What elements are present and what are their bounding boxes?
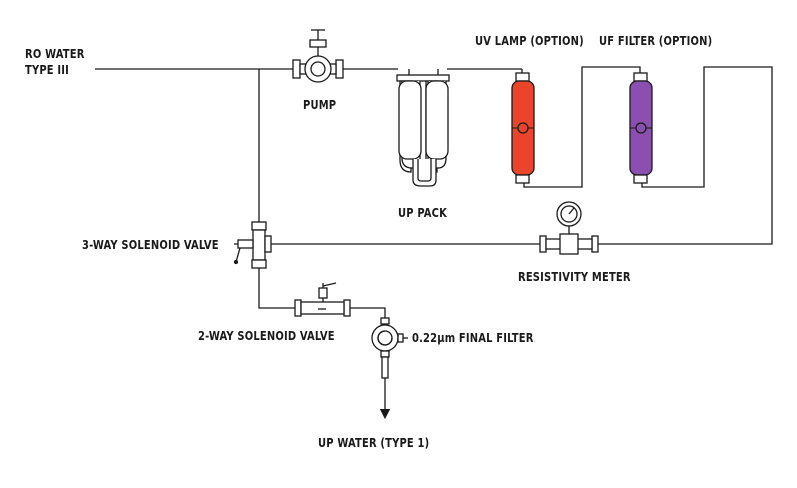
final-filter-icon <box>371 317 408 379</box>
up-pack-label: UP PACK <box>398 206 448 220</box>
ro-water-label: RO WATER <box>25 47 85 61</box>
up-pack-icon <box>396 69 450 187</box>
to-filter-pipe <box>350 307 386 322</box>
resistivity-meter-icon <box>539 201 599 255</box>
pump-icon <box>292 29 344 83</box>
final-filter-label: 0.22μm FINAL FILTER <box>412 331 534 345</box>
up-water-label: UP WATER (TYPE 1) <box>318 436 430 450</box>
pump-label: PUMP <box>303 98 337 112</box>
uv-lamp-label: UV LAMP (OPTION) <box>475 34 584 48</box>
uv-uf-pipe <box>523 66 641 188</box>
pipe-lines <box>95 66 773 420</box>
uf-filter-label: UF FILTER (OPTION) <box>599 34 713 48</box>
resistivity-meter-label: RESISTIVITY METER <box>518 270 631 284</box>
uf-return-pipe <box>598 66 773 245</box>
to-2way-pipe <box>258 266 295 309</box>
two-way-valve-icon <box>294 282 351 317</box>
two-way-valve-label: 2-WAY SOLENOID VALVE <box>198 329 335 343</box>
three-way-valve-icon <box>233 221 272 269</box>
three-way-valve-label: 3-WAY SOLENOID VALVE <box>82 238 219 252</box>
uv-lamp-icon <box>511 72 535 184</box>
uf-filter-icon <box>629 72 653 184</box>
ro-water-type-label: TYPE III <box>25 63 70 77</box>
